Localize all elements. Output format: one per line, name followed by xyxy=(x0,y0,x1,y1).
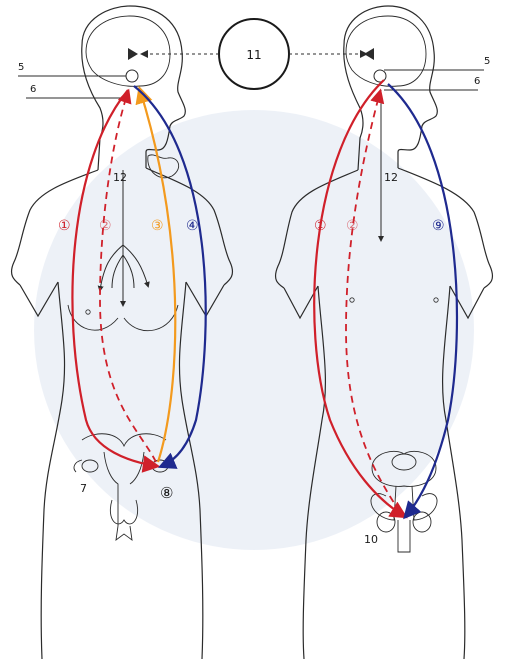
label-7-left: 7 xyxy=(80,482,87,495)
label-5-left: 5 xyxy=(18,62,24,73)
pituitary-marker-right xyxy=(364,48,374,60)
pituitary-marker-left xyxy=(128,48,138,60)
label-3-left: ③ xyxy=(151,218,164,234)
label-9-right: ⑨ xyxy=(432,218,445,234)
label-12-left: 12 xyxy=(113,171,127,184)
male-pituitary xyxy=(364,48,484,90)
label-4-left: ④ xyxy=(186,218,199,234)
pituitary-gland-left xyxy=(126,70,138,82)
label-6-left: 6 xyxy=(30,84,36,95)
label-5-right: 5 xyxy=(484,56,490,67)
background-watermark xyxy=(44,120,464,540)
label-1-left: ① xyxy=(58,218,71,234)
label-8-left: ⑧ xyxy=(160,484,173,502)
label-6-right: 6 xyxy=(474,76,480,87)
label-12-right: 12 xyxy=(384,171,398,184)
pituitary-gland-right xyxy=(374,70,386,82)
label-2-right: ② xyxy=(346,218,359,234)
label-11: 11 xyxy=(246,48,261,62)
label-1-right: ① xyxy=(314,218,327,234)
label-2-left: ② xyxy=(99,218,112,234)
label-10-right: 10 xyxy=(364,533,378,546)
